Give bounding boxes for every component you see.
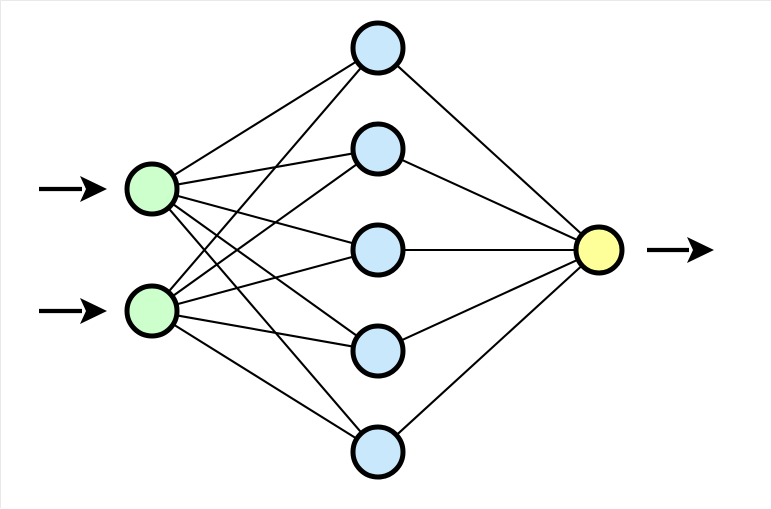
connection-edge (166, 65, 364, 294)
input-arrow-2-arrow-icon (39, 298, 107, 324)
input-node-1[interactable] (124, 161, 180, 217)
io-arrow-group (39, 176, 714, 324)
connection-edge (395, 264, 584, 437)
arrow-head (80, 298, 107, 324)
output-node-1[interactable] (573, 224, 625, 276)
hidden-node-4[interactable] (350, 323, 406, 379)
connection-edge (174, 194, 356, 245)
input-node-2[interactable] (124, 283, 180, 339)
connection-edge (171, 322, 359, 441)
hidden-node-5[interactable] (350, 424, 406, 480)
connection-edge (170, 162, 360, 298)
arrow-head (80, 176, 107, 202)
hidden-node-3[interactable] (350, 222, 406, 278)
arrow-head (687, 237, 714, 263)
node-group (124, 20, 625, 480)
hidden-node-2[interactable] (350, 121, 406, 177)
connection-edge (171, 59, 359, 178)
input-arrow-1-arrow-icon (39, 176, 107, 202)
connection-edge (395, 63, 584, 236)
connection-edge (170, 202, 360, 338)
connection-edge (174, 255, 356, 306)
hidden-node-1[interactable] (350, 20, 406, 76)
connection-edge (166, 206, 364, 435)
connection-edge (175, 314, 355, 348)
connection-edge (399, 258, 580, 342)
connection-edge (175, 152, 355, 186)
output-arrow-1-arrow-icon (647, 237, 714, 263)
connection-edge (399, 158, 580, 242)
edge-group (166, 59, 584, 441)
